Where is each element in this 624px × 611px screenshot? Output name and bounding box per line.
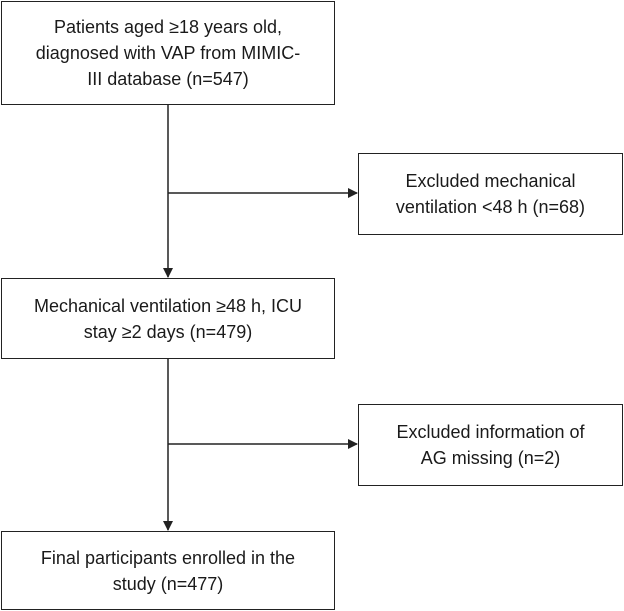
box-initial-patients: Patients aged ≥18 years old, diagnosed w… — [1, 1, 335, 105]
box-exclusion-ag-missing-line1: Excluded information of — [396, 422, 585, 442]
box-initial-patients-line2: diagnosed with VAP from MIMIC- — [35, 43, 301, 63]
box-initial-patients-line3: III database (n=547) — [87, 69, 249, 89]
box-final-participants: Final participants enrolled in the study… — [1, 531, 335, 610]
box-exclusion-ag-missing-line2: AG missing (n=2) — [420, 448, 561, 468]
box-ventilation-48h-line2: stay ≥2 days (n=479) — [83, 321, 253, 342]
box-final-participants-line1: Final participants enrolled in the — [40, 547, 296, 568]
box-exclusion-mechanical-ventilation: Excluded mechanical ventilation <48 h (n… — [358, 153, 623, 235]
box-ventilation-48h-line1: Mechanical ventilation ≥48 h, ICU — [33, 295, 302, 316]
box-ventilation-48h: Mechanical ventilation ≥48 h, ICU stay ≥… — [1, 278, 335, 359]
box-exclusion-ag-missing: Excluded information of AG missing (n=2) — [358, 404, 623, 486]
box-final-participants-line2: study (n=477) — [112, 573, 224, 594]
box-exclusion-mechanical-ventilation-line1: Excluded mechanical — [405, 171, 576, 191]
box-exclusion-mechanical-ventilation-line2: ventilation <48 h (n=68) — [395, 197, 586, 217]
box-initial-patients-line1: Patients aged ≥18 years old, — [53, 17, 283, 37]
